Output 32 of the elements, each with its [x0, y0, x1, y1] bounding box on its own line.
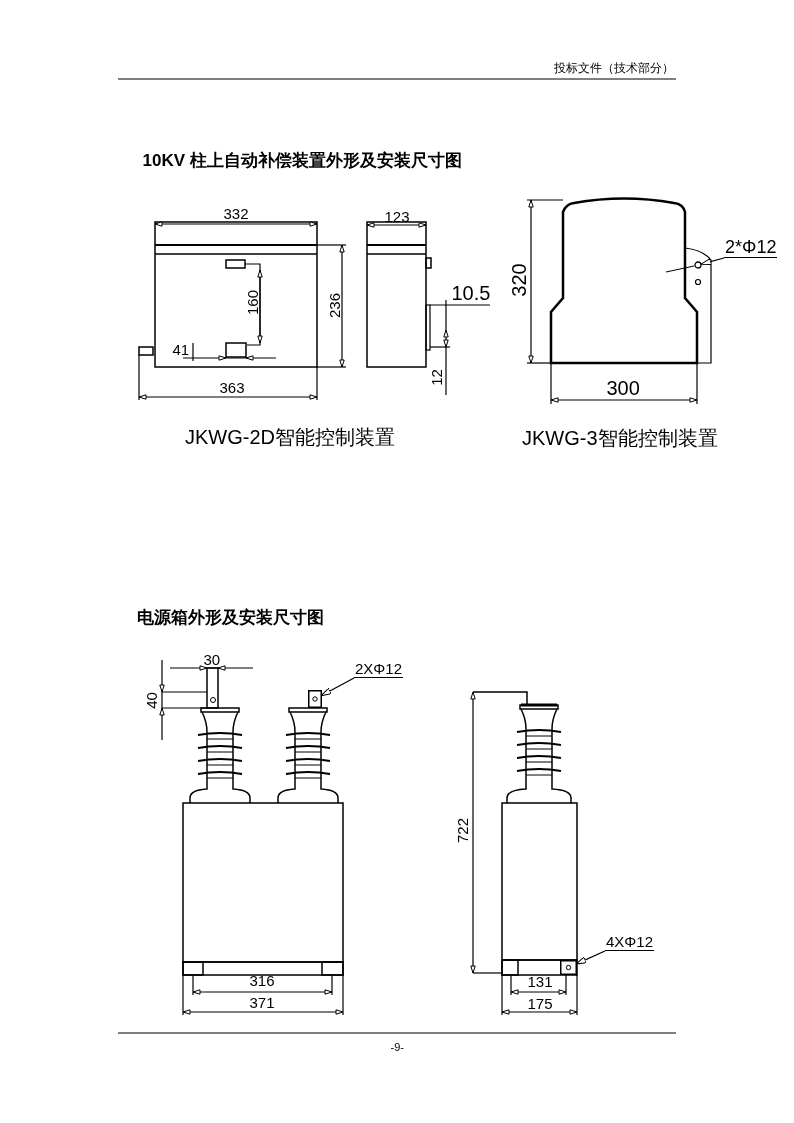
dimension-text: 722 [454, 817, 470, 843]
figure-caption: JKWG-3智能控制装置 [522, 428, 718, 448]
dimension-text: 320 [508, 263, 529, 297]
callout-text: 2*Φ12 [724, 238, 778, 258]
dimension-text: 236 [326, 292, 342, 318]
dimension-text: 131 [527, 973, 553, 989]
page-header: 投标文件（技术部分） [554, 62, 674, 74]
page-number: -9- [390, 1041, 404, 1053]
dimension-text: 363 [219, 379, 245, 395]
leader-line [575, 950, 606, 965]
dimension-text: 30 [203, 651, 221, 667]
dimension-text: 316 [249, 972, 275, 988]
dimension-text: 10.5 [451, 283, 491, 303]
leader-line [700, 257, 725, 265]
callout-text: 2XΦ12 [354, 661, 403, 678]
dimension-text: 12 [428, 368, 444, 386]
section-heading: 电源箱外形及安装尺寸图 [136, 608, 324, 626]
dimension-text: 332 [223, 205, 249, 221]
figure-caption: JKWG-2D智能控制装置 [185, 427, 395, 447]
terminal-plate [560, 960, 577, 975]
mounting-hole [694, 261, 702, 269]
dimension-text: 175 [527, 995, 553, 1011]
callout-text: 4XΦ12 [605, 934, 654, 951]
dimension-text: 300 [606, 378, 640, 398]
section-heading: 10KV 柱上自动补偿装置外形及安装尺寸图 [142, 151, 462, 169]
terminal-plate [308, 690, 322, 708]
dimension-text: 371 [249, 994, 275, 1010]
dimension-text: 41 [172, 341, 190, 357]
dimension-text: 40 [143, 691, 159, 709]
dimension-text: 123 [384, 208, 410, 224]
leader-line [320, 677, 355, 697]
dimension-text: 160 [244, 289, 260, 315]
